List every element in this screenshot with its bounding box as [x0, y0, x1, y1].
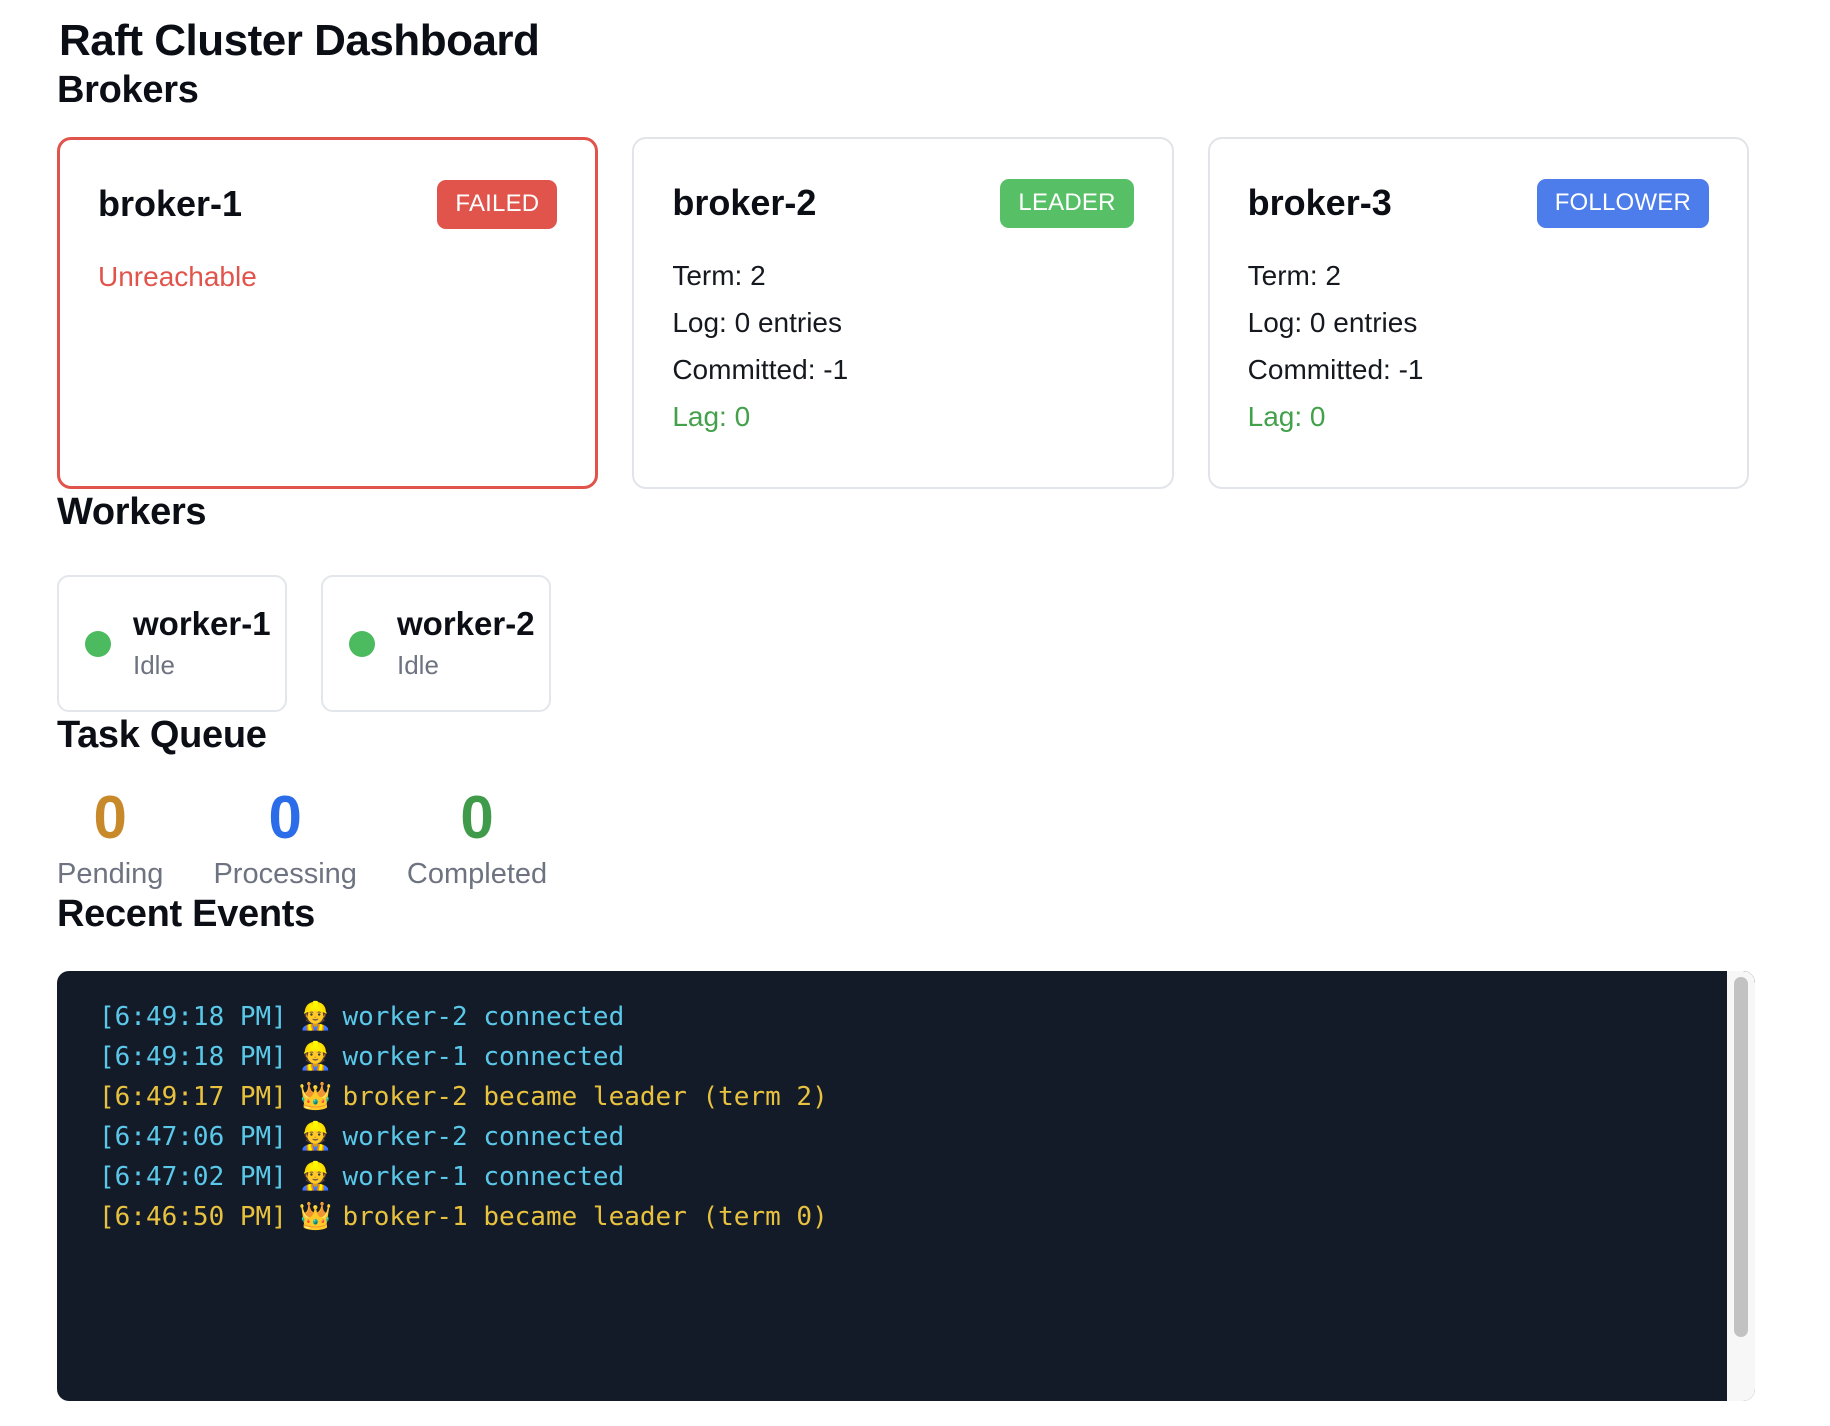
log-message: broker-2 became leader (term 2) [342, 1082, 828, 1112]
worker-card-1: worker-1 Idle [57, 575, 287, 712]
worker-name: worker-1 [133, 605, 271, 643]
log-line: [6:49:17 PM] 👑 broker-2 became leader (ter… [99, 1077, 1675, 1117]
broker-term: Term: 2 [672, 259, 766, 291]
task-queue-heading: Task Queue [57, 714, 267, 756]
broker-committed: Committed: -1 [1247, 353, 1424, 385]
stat-label: Completed [406, 858, 548, 890]
broker-error-message: Unreachable [98, 260, 257, 292]
worker-status: Idle [397, 649, 439, 680]
construction-worker-icon: 👷 [298, 1001, 333, 1032]
broker-name: broker-2 [672, 182, 817, 224]
log-timestamp: [6:46:50 PM] [99, 1202, 287, 1232]
worker-card-2: worker-2 Idle [321, 575, 551, 712]
scrollbar-track[interactable] [1727, 971, 1755, 1401]
construction-worker-icon: 👷 [298, 1041, 333, 1072]
broker-log: Log: 0 entries [1247, 306, 1418, 338]
status-badge-follower: FOLLOWER [1536, 179, 1709, 228]
log-message: broker-1 became leader (term 0) [342, 1202, 828, 1232]
log-message: worker-2 connected [342, 1002, 625, 1032]
brokers-heading: Brokers [57, 69, 199, 111]
broker-term: Term: 2 [1247, 259, 1342, 291]
broker-card-3: broker-3 FOLLOWER Term: 2 Log: 0 entries… [1207, 137, 1749, 489]
stat-processing: 0 Processing [213, 788, 356, 891]
broker-card-1: broker-1 FAILED Unreachable [57, 137, 599, 489]
log-timestamp: [6:49:17 PM] [99, 1082, 287, 1112]
stat-pending: 0 Pending [57, 788, 163, 891]
page-title: Raft Cluster Dashboard [59, 16, 540, 65]
scrollbar-thumb[interactable] [1734, 977, 1748, 1337]
status-badge-leader: LEADER [1000, 179, 1134, 228]
log-line: [6:49:18 PM] 👷 worker-2 connected [99, 997, 1675, 1037]
event-log-lines[interactable]: [6:49:18 PM]👷worker-2 connected[6:49:18 … [57, 971, 1755, 1401]
broker-lag: Lag: 0 [1247, 400, 1326, 432]
broker-grid: broker-1 FAILED Unreachable broker-2 LEA… [57, 137, 1749, 489]
log-timestamp: [6:49:18 PM] [99, 1042, 287, 1072]
stat-label: Pending [57, 858, 164, 890]
broker-card-2: broker-2 LEADER Term: 2 Log: 0 entries C… [632, 137, 1174, 489]
log-line: [6:46:50 PM] 👑 broker-1 became leader (ter… [99, 1197, 1675, 1237]
log-message: worker-1 connected [342, 1162, 625, 1192]
log-line: [6:47:02 PM] 👷 worker-1 connected [99, 1157, 1675, 1197]
stat-value: 0 [268, 784, 302, 851]
stat-label: Processing [213, 858, 357, 890]
task-queue-stats: 0 Pending 0 Processing 0 Completed [57, 788, 1752, 891]
log-timestamp: [6:47:06 PM] [99, 1122, 287, 1152]
construction-worker-icon: 👷 [298, 1121, 333, 1152]
stat-value: 0 [460, 784, 494, 851]
worker-online-dot-icon [85, 630, 111, 657]
broker-committed: Committed: -1 [672, 353, 849, 385]
log-timestamp: [6:49:18 PM] [99, 1002, 287, 1032]
broker-log: Log: 0 entries [672, 306, 842, 338]
log-message: worker-2 connected [342, 1122, 625, 1152]
log-line: [6:47:06 PM] 👷 worker-2 connected [99, 1117, 1675, 1157]
broker-name: broker-1 [98, 183, 243, 225]
event-log-terminal: [6:49:18 PM]👷worker-2 connected[6:49:18 … [57, 971, 1755, 1401]
status-badge-failed: FAILED [437, 180, 558, 229]
worker-name: worker-2 [397, 605, 535, 643]
crown-icon: 👑 [298, 1081, 333, 1112]
stat-completed: 0 Completed [407, 788, 547, 891]
log-line: [6:49:18 PM] 👷 worker-1 connected [99, 1037, 1675, 1077]
stat-value: 0 [93, 784, 127, 851]
worker-status: Idle [133, 649, 175, 680]
workers-heading: Workers [57, 491, 207, 533]
construction-worker-icon: 👷 [298, 1161, 333, 1192]
broker-lag: Lag: 0 [672, 400, 751, 432]
worker-online-dot-icon [349, 630, 375, 657]
broker-name: broker-3 [1247, 182, 1392, 224]
crown-icon: 👑 [298, 1201, 333, 1232]
recent-events-heading: Recent Events [57, 893, 315, 935]
log-timestamp: [6:47:02 PM] [99, 1162, 287, 1192]
worker-row: worker-1 Idle worker-2 Idle [57, 575, 1752, 712]
log-message: worker-1 connected [342, 1042, 625, 1072]
